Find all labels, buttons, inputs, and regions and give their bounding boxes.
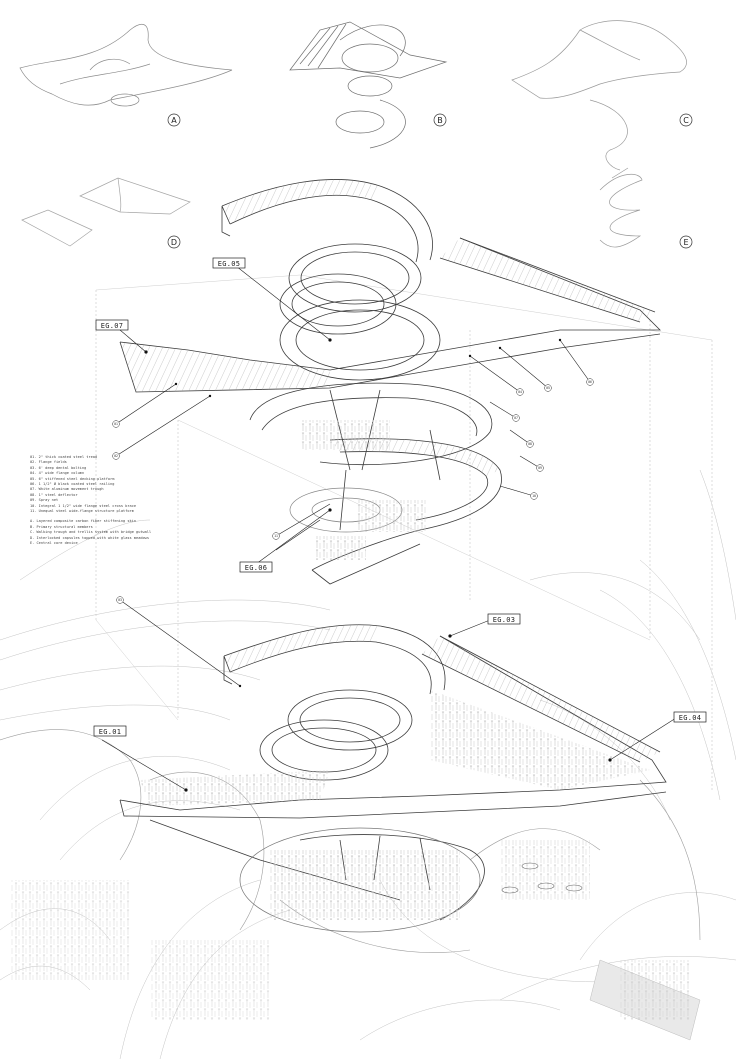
leader-number: 03 (118, 598, 122, 602)
key-item: 09. Spray net (30, 498, 59, 503)
view-c-label: C (683, 116, 689, 125)
callout-eg01-label: EG.01 (99, 728, 122, 736)
view-d-sketch (21, 177, 191, 247)
leader-number: 01 (114, 422, 118, 426)
leader-number: 09 (538, 466, 542, 470)
leader-number: 08 (528, 442, 532, 446)
callout-eg07-label: EG.07 (101, 322, 124, 330)
view-d-marker (167, 235, 181, 249)
view-b-sketch (289, 21, 448, 149)
leader-number: 06 (588, 380, 592, 384)
callout-leaders (101, 265, 677, 791)
callout-eg06-label: EG.06 (245, 564, 268, 572)
leader-number: 07 (514, 416, 518, 420)
view-e-marker (679, 235, 693, 249)
key-item: 07. White aluminum movement trough (30, 487, 104, 492)
key-item: 01. 2" thick coated steel tread (30, 455, 98, 459)
key-item: 10. Integral 1 1/2" wide flange steel cr… (30, 503, 137, 508)
leader-number: 11 (274, 534, 278, 538)
callout-eg06: EG.06 (239, 561, 273, 573)
key-item: 11. Unequal steel wide-flange structure … (30, 509, 134, 514)
lower-crowd (10, 840, 690, 1020)
view-c-marker (679, 113, 693, 127)
leader-number: 02 (114, 454, 118, 458)
leader-number: 05 (546, 386, 550, 390)
view-e-sketch (599, 167, 643, 248)
leader-number: 10 (532, 494, 536, 498)
lower-deck-treads (140, 624, 660, 806)
callout-eg03: EG.03 (487, 613, 521, 625)
key-item: 04. 4" wide flange column (30, 471, 85, 476)
callout-eg05-label: EG.05 (218, 260, 241, 268)
callout-dots (144, 338, 612, 792)
view-d-label: D (171, 238, 177, 247)
leader-number-labels: 01 02 03 04 05 06 07 08 09 10 11 (114, 380, 592, 602)
leader-number: 04 (518, 390, 522, 394)
callout-eg07: EG.07 (95, 319, 129, 331)
key-item: A. Layered composite carbon fiber stiffe… (30, 519, 137, 524)
callout-eg03-label: EG.03 (493, 616, 516, 624)
view-a-sketch (19, 24, 233, 107)
key-item: D. Interlocked capsules topped with whit… (30, 535, 150, 540)
lower-base-opening (239, 827, 481, 933)
view-b-label: B (437, 116, 443, 125)
callout-eg01: EG.01 (93, 725, 127, 737)
key-item: 06. 1 1/2" Ø black coated steel railing (30, 482, 115, 487)
leader-number-markers (112, 378, 594, 604)
view-e-label: E (683, 238, 688, 247)
key-item: 03. 6' deep dental bolting (30, 465, 87, 470)
cafe-tables (501, 862, 583, 894)
upper-people (300, 420, 426, 560)
key-item: B. Primary structural members (30, 524, 93, 529)
view-a-marker (167, 113, 181, 127)
guide-lines (95, 290, 713, 790)
callout-eg04-label: EG.04 (679, 714, 702, 722)
materials-key: 01. 2" thick coated steel tread 02. Flan… (30, 455, 151, 547)
view-c-sketch (511, 20, 687, 171)
view-labels: A B C D E (167, 113, 693, 249)
view-a-label: A (171, 116, 177, 125)
key-item: 02. Flange fields (30, 460, 67, 465)
key-item: E. Central core device (30, 541, 78, 546)
key-item: C. Walking trough and trellis system wit… (30, 530, 152, 535)
callout-eg04: EG.04 (673, 711, 707, 723)
key-item: 08. 1" steel deflector (30, 492, 78, 497)
key-item: 05. 6" stiffened steel decking platform (30, 476, 115, 481)
callout-eg05: EG.05 (212, 257, 246, 269)
view-b-marker (433, 113, 447, 127)
frame-lines (95, 274, 713, 721)
